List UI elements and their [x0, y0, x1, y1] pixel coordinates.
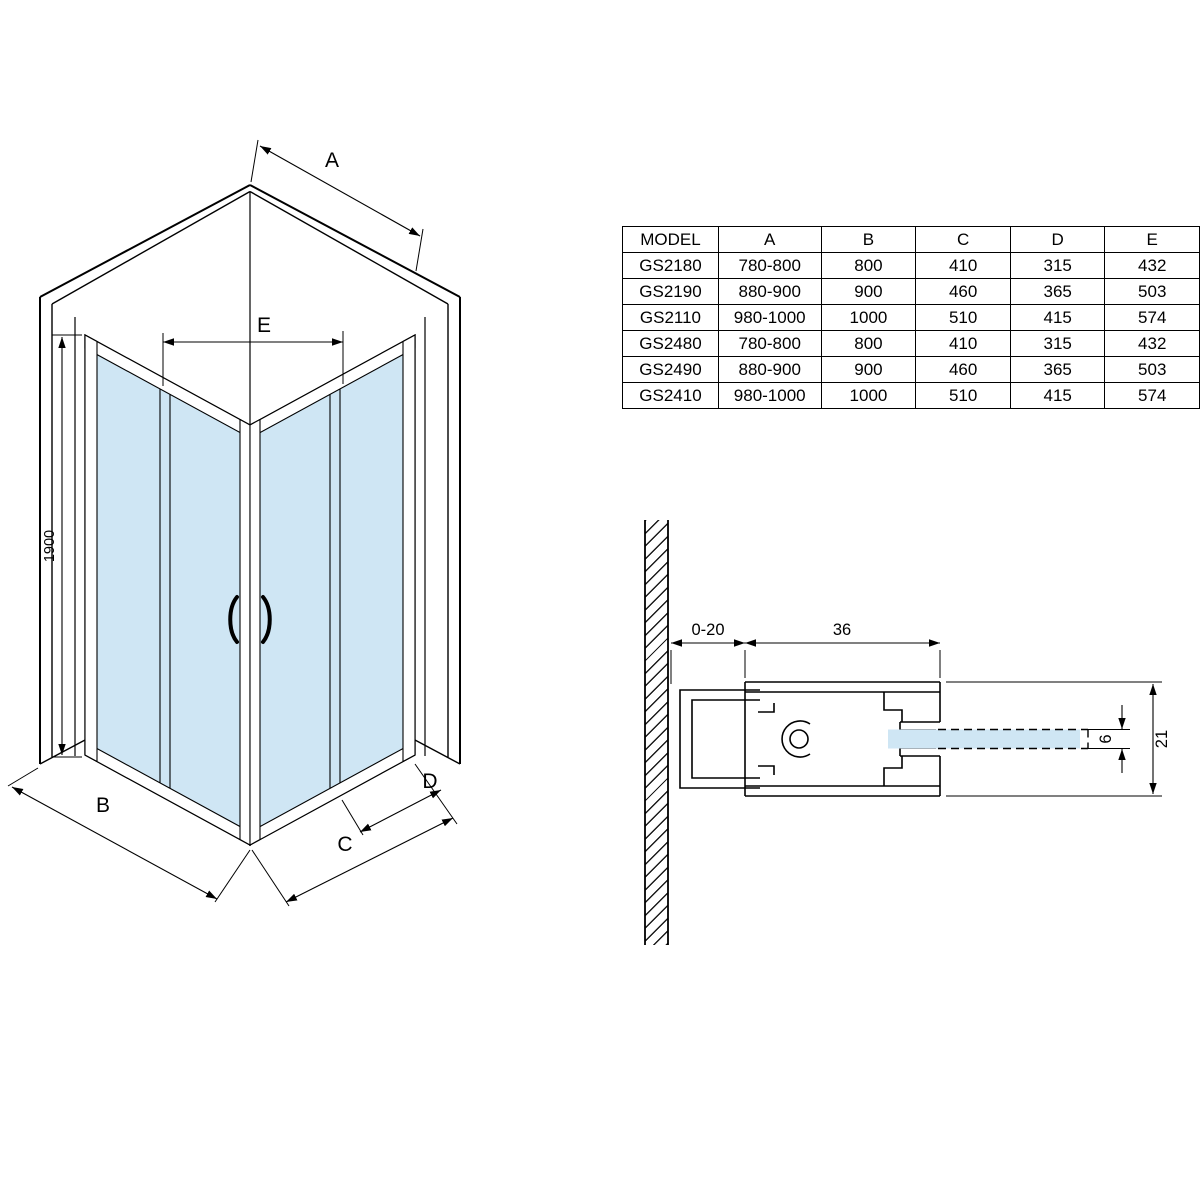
dimension-label-c: C — [337, 833, 352, 856]
table-cell: 503 — [1104, 278, 1200, 305]
profile-section-drawing: 0-20 36 21 6 — [644, 520, 1171, 945]
table-header-cell: A — [717, 226, 822, 253]
table-cell: GS2110 — [622, 304, 719, 331]
table-cell: 800 — [820, 252, 917, 279]
table-cell: 315 — [1009, 330, 1106, 357]
dimension-label-profile-width: 36 — [833, 621, 851, 639]
screw-boss — [789, 729, 809, 749]
shower-isometric-drawing: A E 1900 B C — [7, 139, 461, 907]
dimension-e: E — [162, 314, 344, 386]
table-header-cell: B — [820, 226, 917, 253]
dimension-b: B — [7, 767, 251, 903]
table-header-cell: C — [915, 226, 1011, 253]
dimension-height: 1900 — [42, 334, 82, 758]
table-cell: 503 — [1104, 356, 1200, 383]
table-cell: 315 — [1009, 252, 1106, 279]
dimension-label-e: E — [257, 314, 271, 337]
table-cell: 880-900 — [717, 356, 822, 383]
table-cell: GS2410 — [622, 382, 719, 409]
table-cell: 365 — [1009, 278, 1106, 305]
table-cell: 1000 — [820, 304, 917, 331]
table-header-cell: D — [1009, 226, 1106, 253]
dimension-label-d: D — [422, 770, 437, 793]
table-cell: 980-1000 — [717, 382, 822, 409]
table-cell: 900 — [820, 356, 917, 383]
table-cell: 980-1000 — [717, 304, 822, 331]
table-cell: 574 — [1104, 382, 1200, 409]
table-cell: 880-900 — [717, 278, 822, 305]
table-cell: 365 — [1009, 356, 1106, 383]
table-cell: GS2180 — [622, 252, 719, 279]
glass-section-fill — [888, 729, 1080, 749]
dimension-a: A — [250, 139, 424, 272]
door-handle-left — [228, 595, 239, 644]
table-cell: 780-800 — [717, 330, 822, 357]
door-handles — [228, 595, 272, 644]
glass-panels — [84, 333, 416, 847]
table-cell: 415 — [1009, 382, 1106, 409]
door-handle-right — [261, 595, 272, 644]
dimension-wall-gap: 0-20 — [670, 621, 746, 684]
table-cell: 510 — [915, 382, 1011, 409]
wall-hatch-fill — [645, 520, 668, 945]
dimension-glass-thickness: 6 — [1084, 705, 1130, 773]
table-cell: 415 — [1009, 304, 1106, 331]
table-header-cell: MODEL — [622, 226, 719, 253]
table-cell: GS2490 — [622, 356, 719, 383]
wall-structure — [39, 184, 461, 765]
table-cell: 410 — [915, 330, 1011, 357]
dimension-label-glass-thickness: 6 — [1097, 734, 1115, 743]
dimension-profile-depth: 21 — [946, 681, 1171, 797]
table-cell: GS2480 — [622, 330, 719, 357]
dimension-label-a: A — [325, 149, 339, 172]
table-cell: 1000 — [820, 382, 917, 409]
table-cell: GS2190 — [622, 278, 719, 305]
table-cell: 780-800 — [717, 252, 822, 279]
dimension-label-wall-gap: 0-20 — [691, 621, 724, 639]
table-cell: 460 — [915, 278, 1011, 305]
table-header-cell: E — [1104, 226, 1200, 253]
table-cell: 510 — [915, 304, 1011, 331]
table-cell: 432 — [1104, 330, 1200, 357]
wall-section-edges — [644, 520, 669, 945]
dimension-label-height: 1900 — [42, 530, 58, 562]
glass-panel-section — [888, 728, 1089, 750]
table-cell: 574 — [1104, 304, 1200, 331]
dimension-label-b: B — [96, 794, 110, 817]
dimension-label-profile-depth: 21 — [1153, 730, 1171, 748]
dimension-d: D — [341, 770, 442, 836]
table-cell: 410 — [915, 252, 1011, 279]
table-cell: 460 — [915, 356, 1011, 383]
dimension-profile-width: 36 — [745, 621, 941, 678]
frame-profile — [744, 681, 941, 797]
wall-bracket-profile — [679, 689, 760, 789]
table-cell: 432 — [1104, 252, 1200, 279]
table-cell: 800 — [820, 330, 917, 357]
table-cell: 900 — [820, 278, 917, 305]
